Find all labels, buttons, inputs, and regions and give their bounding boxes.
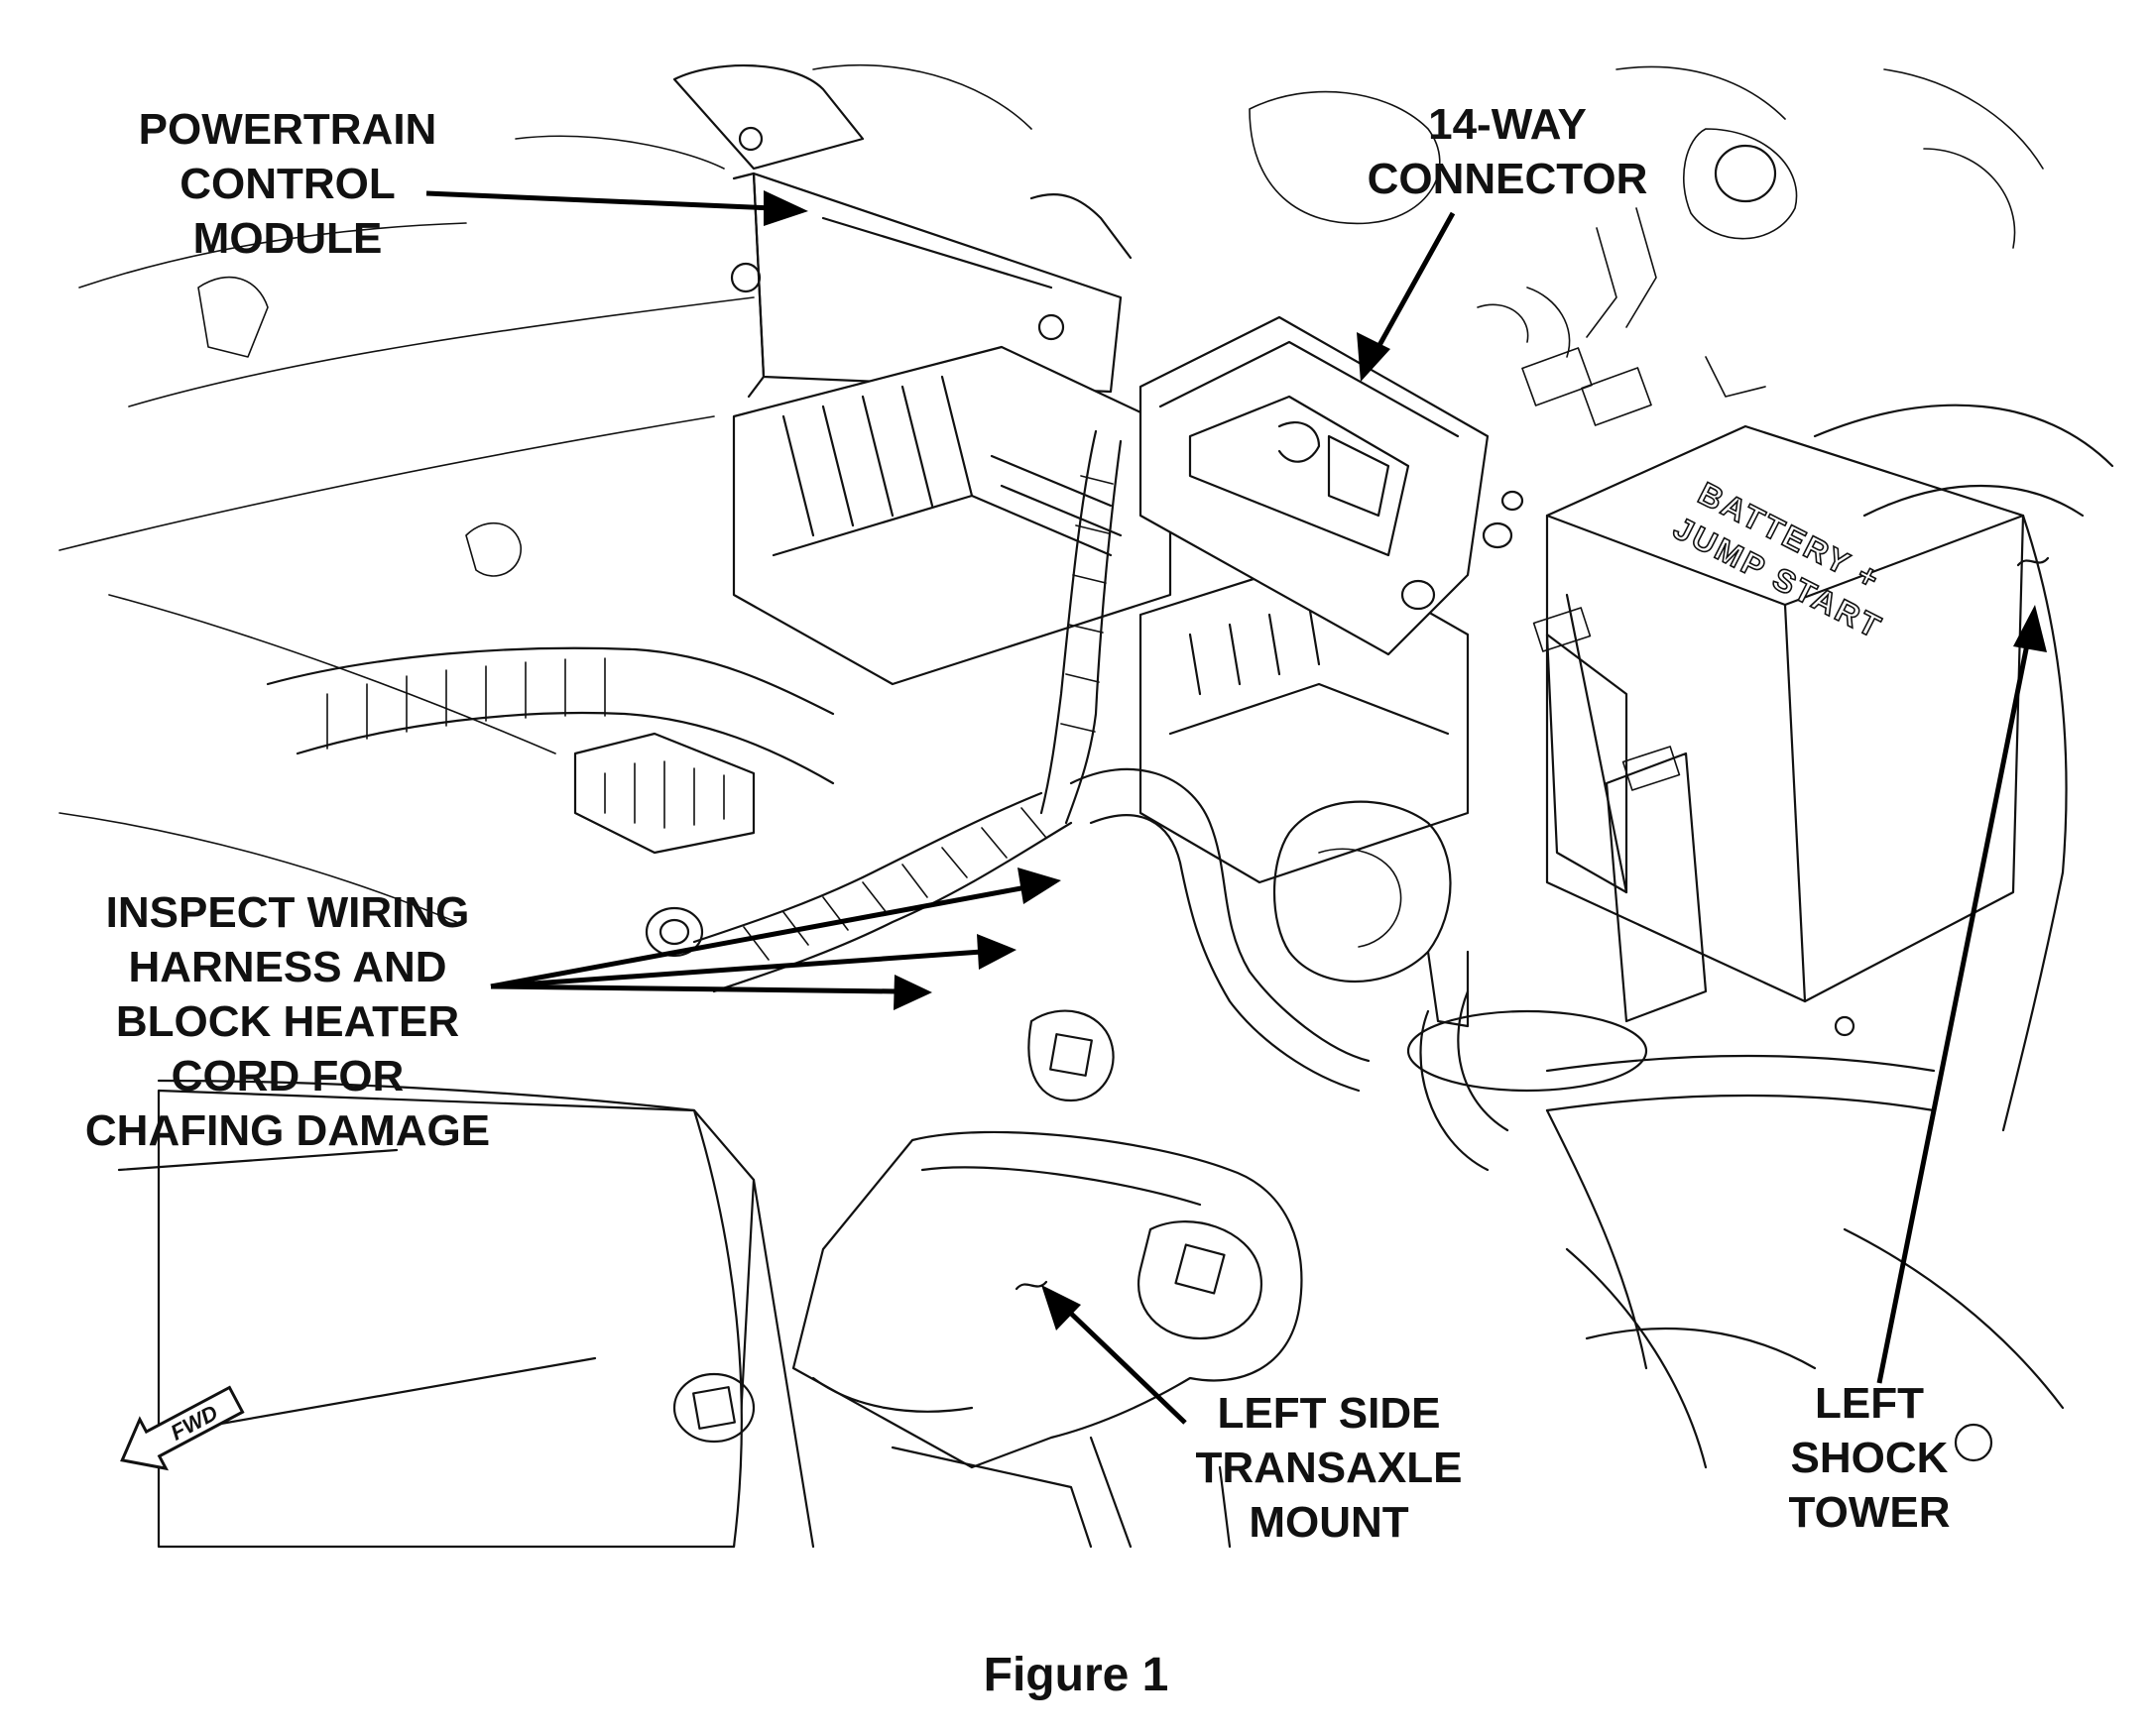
inspect-label-line-2: HARNESS AND (128, 943, 446, 991)
pcm-label-line-1: POWERTRAIN (139, 105, 437, 154)
pcm-label-line-2: CONTROL (179, 160, 396, 208)
figure-caption: Figure 1 (984, 1649, 1169, 1701)
arrow-harness-1 (490, 868, 1061, 989)
pcm-label-line-3: MODULE (193, 214, 383, 263)
shock-label-line-1: LEFT (1815, 1379, 1924, 1428)
transaxle-label-line-1: LEFT SIDE (1218, 1389, 1441, 1438)
arrow-harness-3 (490, 975, 932, 1010)
label-14-way-connector: 14-WAY CONNECTOR (1368, 100, 1648, 203)
inspect-label-line-1: INSPECT WIRING (106, 888, 470, 937)
arrow-connector (1357, 211, 1456, 382)
transaxle-label-line-2: TRANSAXLE (1196, 1444, 1463, 1492)
connector-label-line-1: 14-WAY (1428, 100, 1587, 149)
arrow-transaxle-mount (1041, 1285, 1187, 1425)
label-left-shock-tower: LEFT SHOCK TOWER (1789, 1379, 1951, 1537)
inspect-label-line-5: CHAFING DAMAGE (85, 1106, 490, 1155)
transaxle-label-line-3: MOUNT (1249, 1498, 1408, 1547)
shock-label-line-3: TOWER (1789, 1488, 1951, 1537)
arrow-pcm (425, 190, 808, 226)
label-inspect-wiring: INSPECT WIRING HARNESS AND BLOCK HEATER … (85, 888, 490, 1155)
label-left-side-transaxle-mount: LEFT SIDE TRANSAXLE MOUNT (1196, 1389, 1463, 1547)
shock-label-line-2: SHOCK (1791, 1434, 1949, 1482)
inspect-label-line-4: CORD FOR (172, 1052, 405, 1100)
arrow-shock-tower (1876, 605, 2047, 1384)
label-powertrain-control-module: POWERTRAIN CONTROL MODULE (139, 105, 437, 263)
arrow-harness-2 (490, 934, 1017, 989)
inspect-label-line-3: BLOCK HEATER (116, 997, 459, 1046)
connector-label-line-2: CONNECTOR (1368, 155, 1648, 203)
